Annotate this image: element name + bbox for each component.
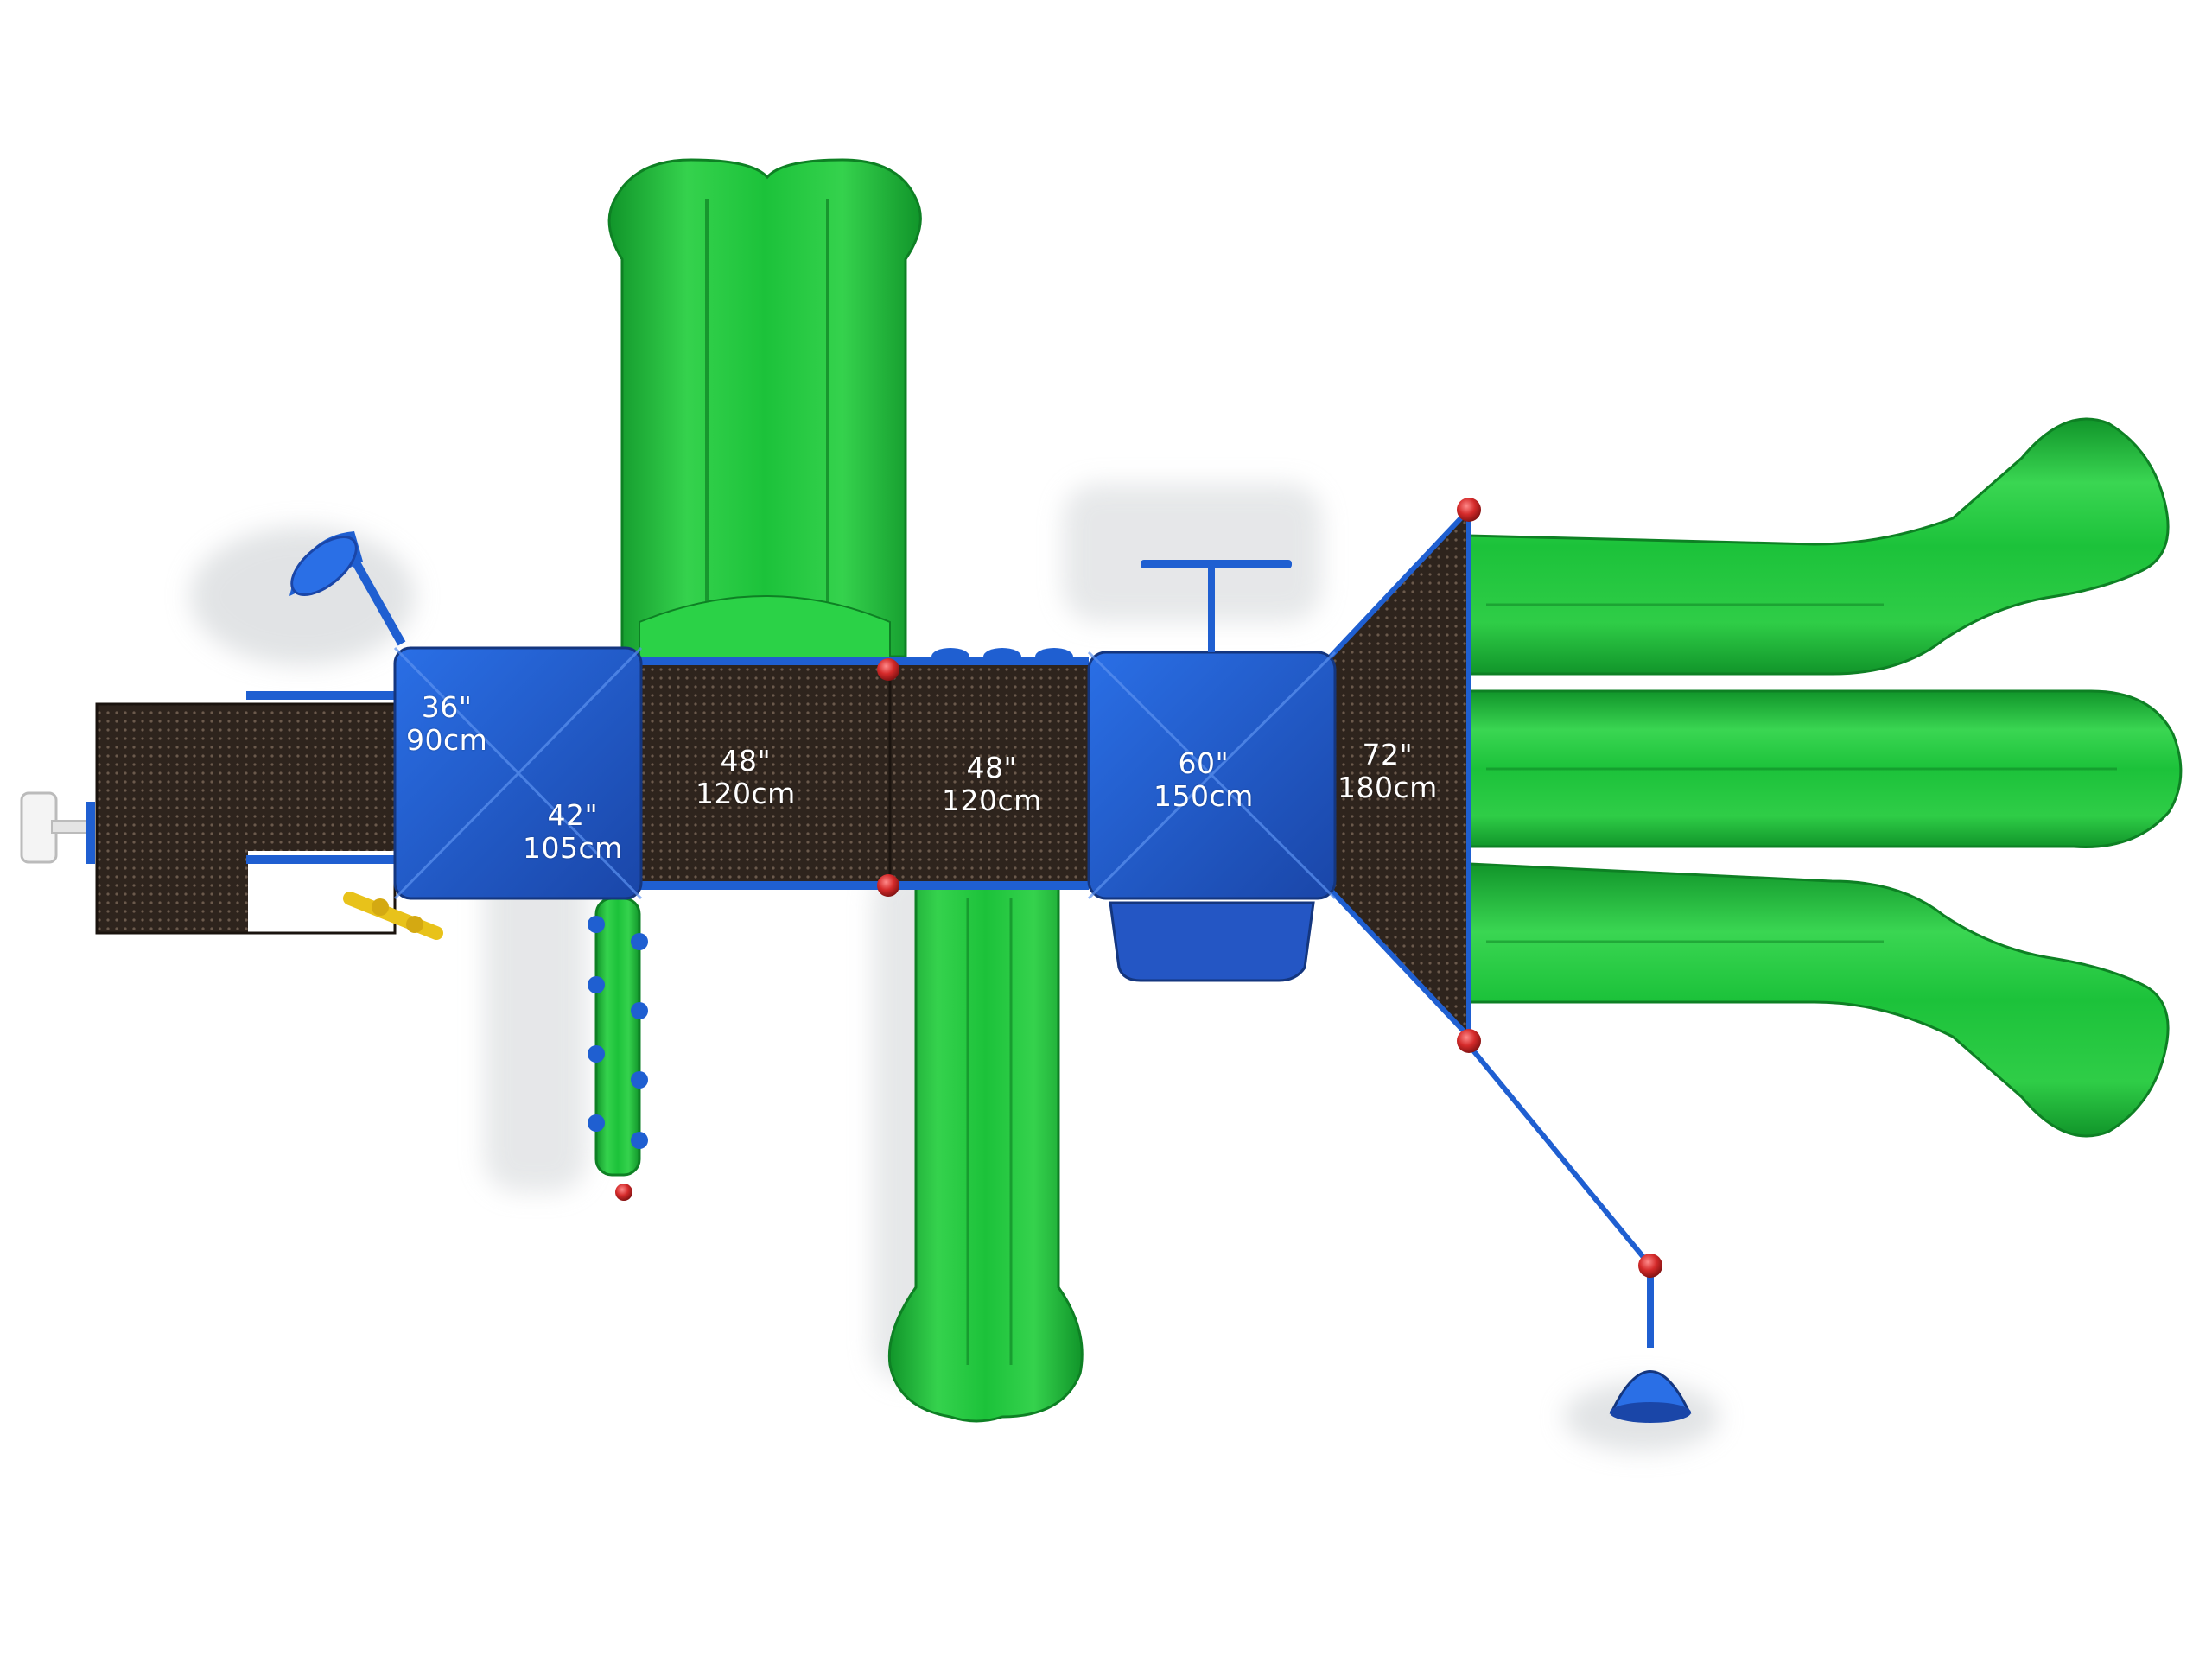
label-60-metric: 150cm xyxy=(1154,779,1254,813)
label-48-b-imperial: 48" xyxy=(966,751,1018,784)
main-deck xyxy=(639,657,1089,890)
label-42-imperial: 42" xyxy=(547,798,599,832)
slide-top-left xyxy=(607,158,922,666)
label-48-a-imperial: 48" xyxy=(720,744,772,778)
entry-deck xyxy=(95,691,402,935)
yellow-handle xyxy=(343,892,443,940)
climbing-wall-icon xyxy=(588,897,648,1201)
label-42-metric: 105cm xyxy=(523,831,623,865)
label-36: 36" 90cm xyxy=(406,691,487,757)
label-60: 60" 150cm xyxy=(1154,747,1254,813)
label-42: 42" 105cm xyxy=(523,799,623,865)
label-72: 72" 180cm xyxy=(1338,739,1438,804)
label-48-a-metric: 120cm xyxy=(696,777,796,810)
label-48-b-metric: 120cm xyxy=(942,784,1042,817)
slides-right xyxy=(1467,417,2183,1138)
bolts xyxy=(877,498,1662,1278)
label-36-metric: 90cm xyxy=(406,723,488,757)
label-72-imperial: 72" xyxy=(1362,738,1414,771)
slide-bottom-center xyxy=(887,871,1084,1423)
label-72-metric: 180cm xyxy=(1338,771,1438,804)
steering-wheel-icon xyxy=(20,791,95,864)
label-36-imperial: 36" xyxy=(421,690,473,724)
label-48-b: 48" 120cm xyxy=(942,752,1042,817)
label-60-imperial: 60" xyxy=(1178,746,1230,780)
roof-right xyxy=(1087,651,1337,982)
megaphone-icon xyxy=(289,531,406,646)
label-48-a: 48" 120cm xyxy=(696,745,796,810)
post-top xyxy=(1141,560,1292,652)
deck-clips xyxy=(931,648,1073,665)
megaphone-icon-right xyxy=(1466,1044,1692,1423)
roof-left xyxy=(393,646,643,900)
